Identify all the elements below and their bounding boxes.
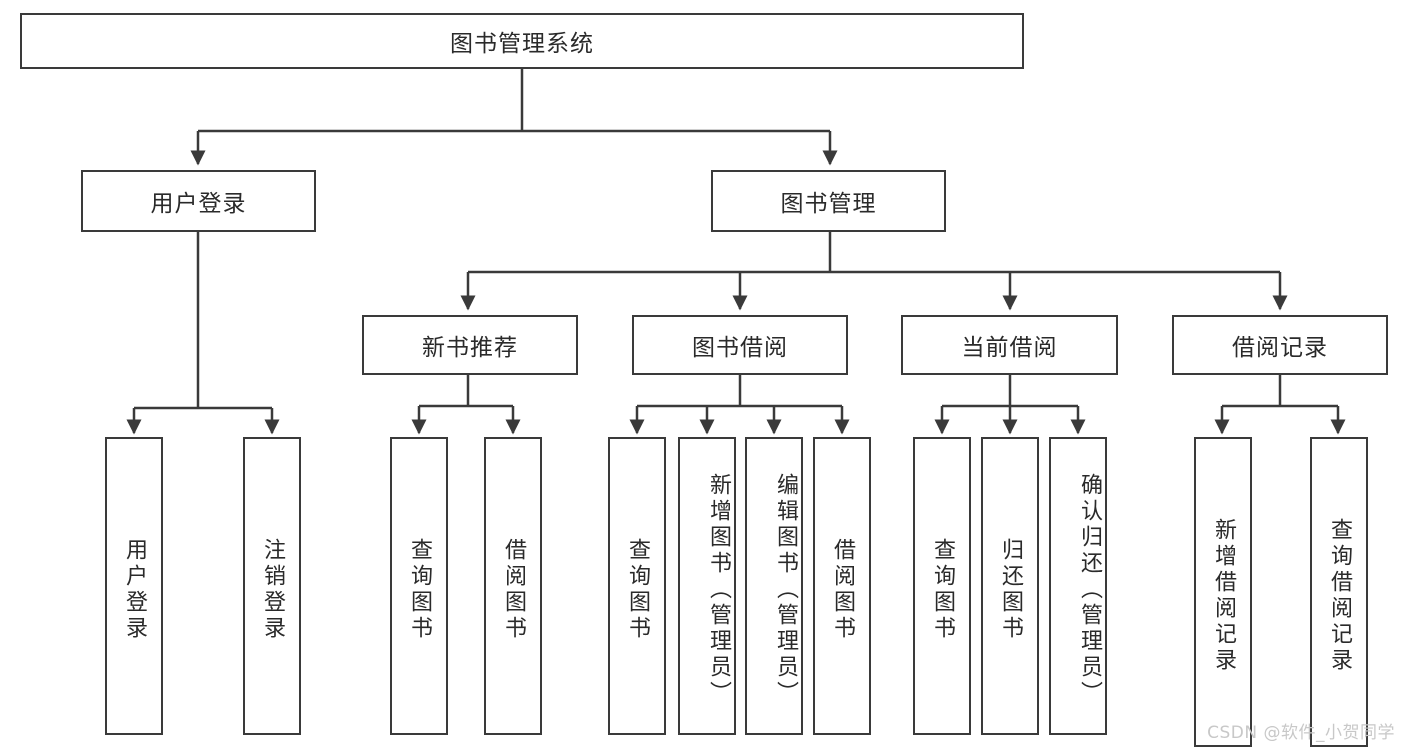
leaf-borrow-record-add-record[interactable]: 新增借阅记录	[1194, 437, 1252, 747]
leaf-current-borrow-confirm-return-admin[interactable]: 确认归还（管理员）	[1049, 437, 1107, 735]
leaf-book-borrow-borrow-book[interactable]: 借阅图书	[813, 437, 871, 735]
leaf-current-borrow-return-book[interactable]: 归还图书	[981, 437, 1039, 735]
node-new-book-recommend[interactable]: 新书推荐	[362, 315, 578, 375]
node-current-borrow[interactable]: 当前借阅	[901, 315, 1118, 375]
node-root-book-management-system[interactable]: 图书管理系统	[20, 13, 1024, 69]
node-book-borrow[interactable]: 图书借阅	[632, 315, 848, 375]
leaf-borrow-record-query-record[interactable]: 查询借阅记录	[1310, 437, 1368, 747]
leaf-current-borrow-query-book[interactable]: 查询图书	[913, 437, 971, 735]
leaf-user-login-login[interactable]: 用户登录	[105, 437, 163, 735]
leaf-book-borrow-add-book-admin[interactable]: 新增图书（管理员）	[678, 437, 736, 735]
leaf-book-borrow-edit-book-admin[interactable]: 编辑图书（管理员）	[745, 437, 803, 735]
leaf-new-book-query-book[interactable]: 查询图书	[390, 437, 448, 735]
node-user-login[interactable]: 用户登录	[81, 170, 316, 232]
leaf-book-borrow-query-book[interactable]: 查询图书	[608, 437, 666, 735]
leaf-user-login-logout[interactable]: 注销登录	[243, 437, 301, 735]
node-book-management[interactable]: 图书管理	[711, 170, 946, 232]
node-borrow-record[interactable]: 借阅记录	[1172, 315, 1388, 375]
leaf-new-book-borrow-book[interactable]: 借阅图书	[484, 437, 542, 735]
csdn-watermark: CSDN @软件_小贺同学	[1207, 723, 1395, 743]
